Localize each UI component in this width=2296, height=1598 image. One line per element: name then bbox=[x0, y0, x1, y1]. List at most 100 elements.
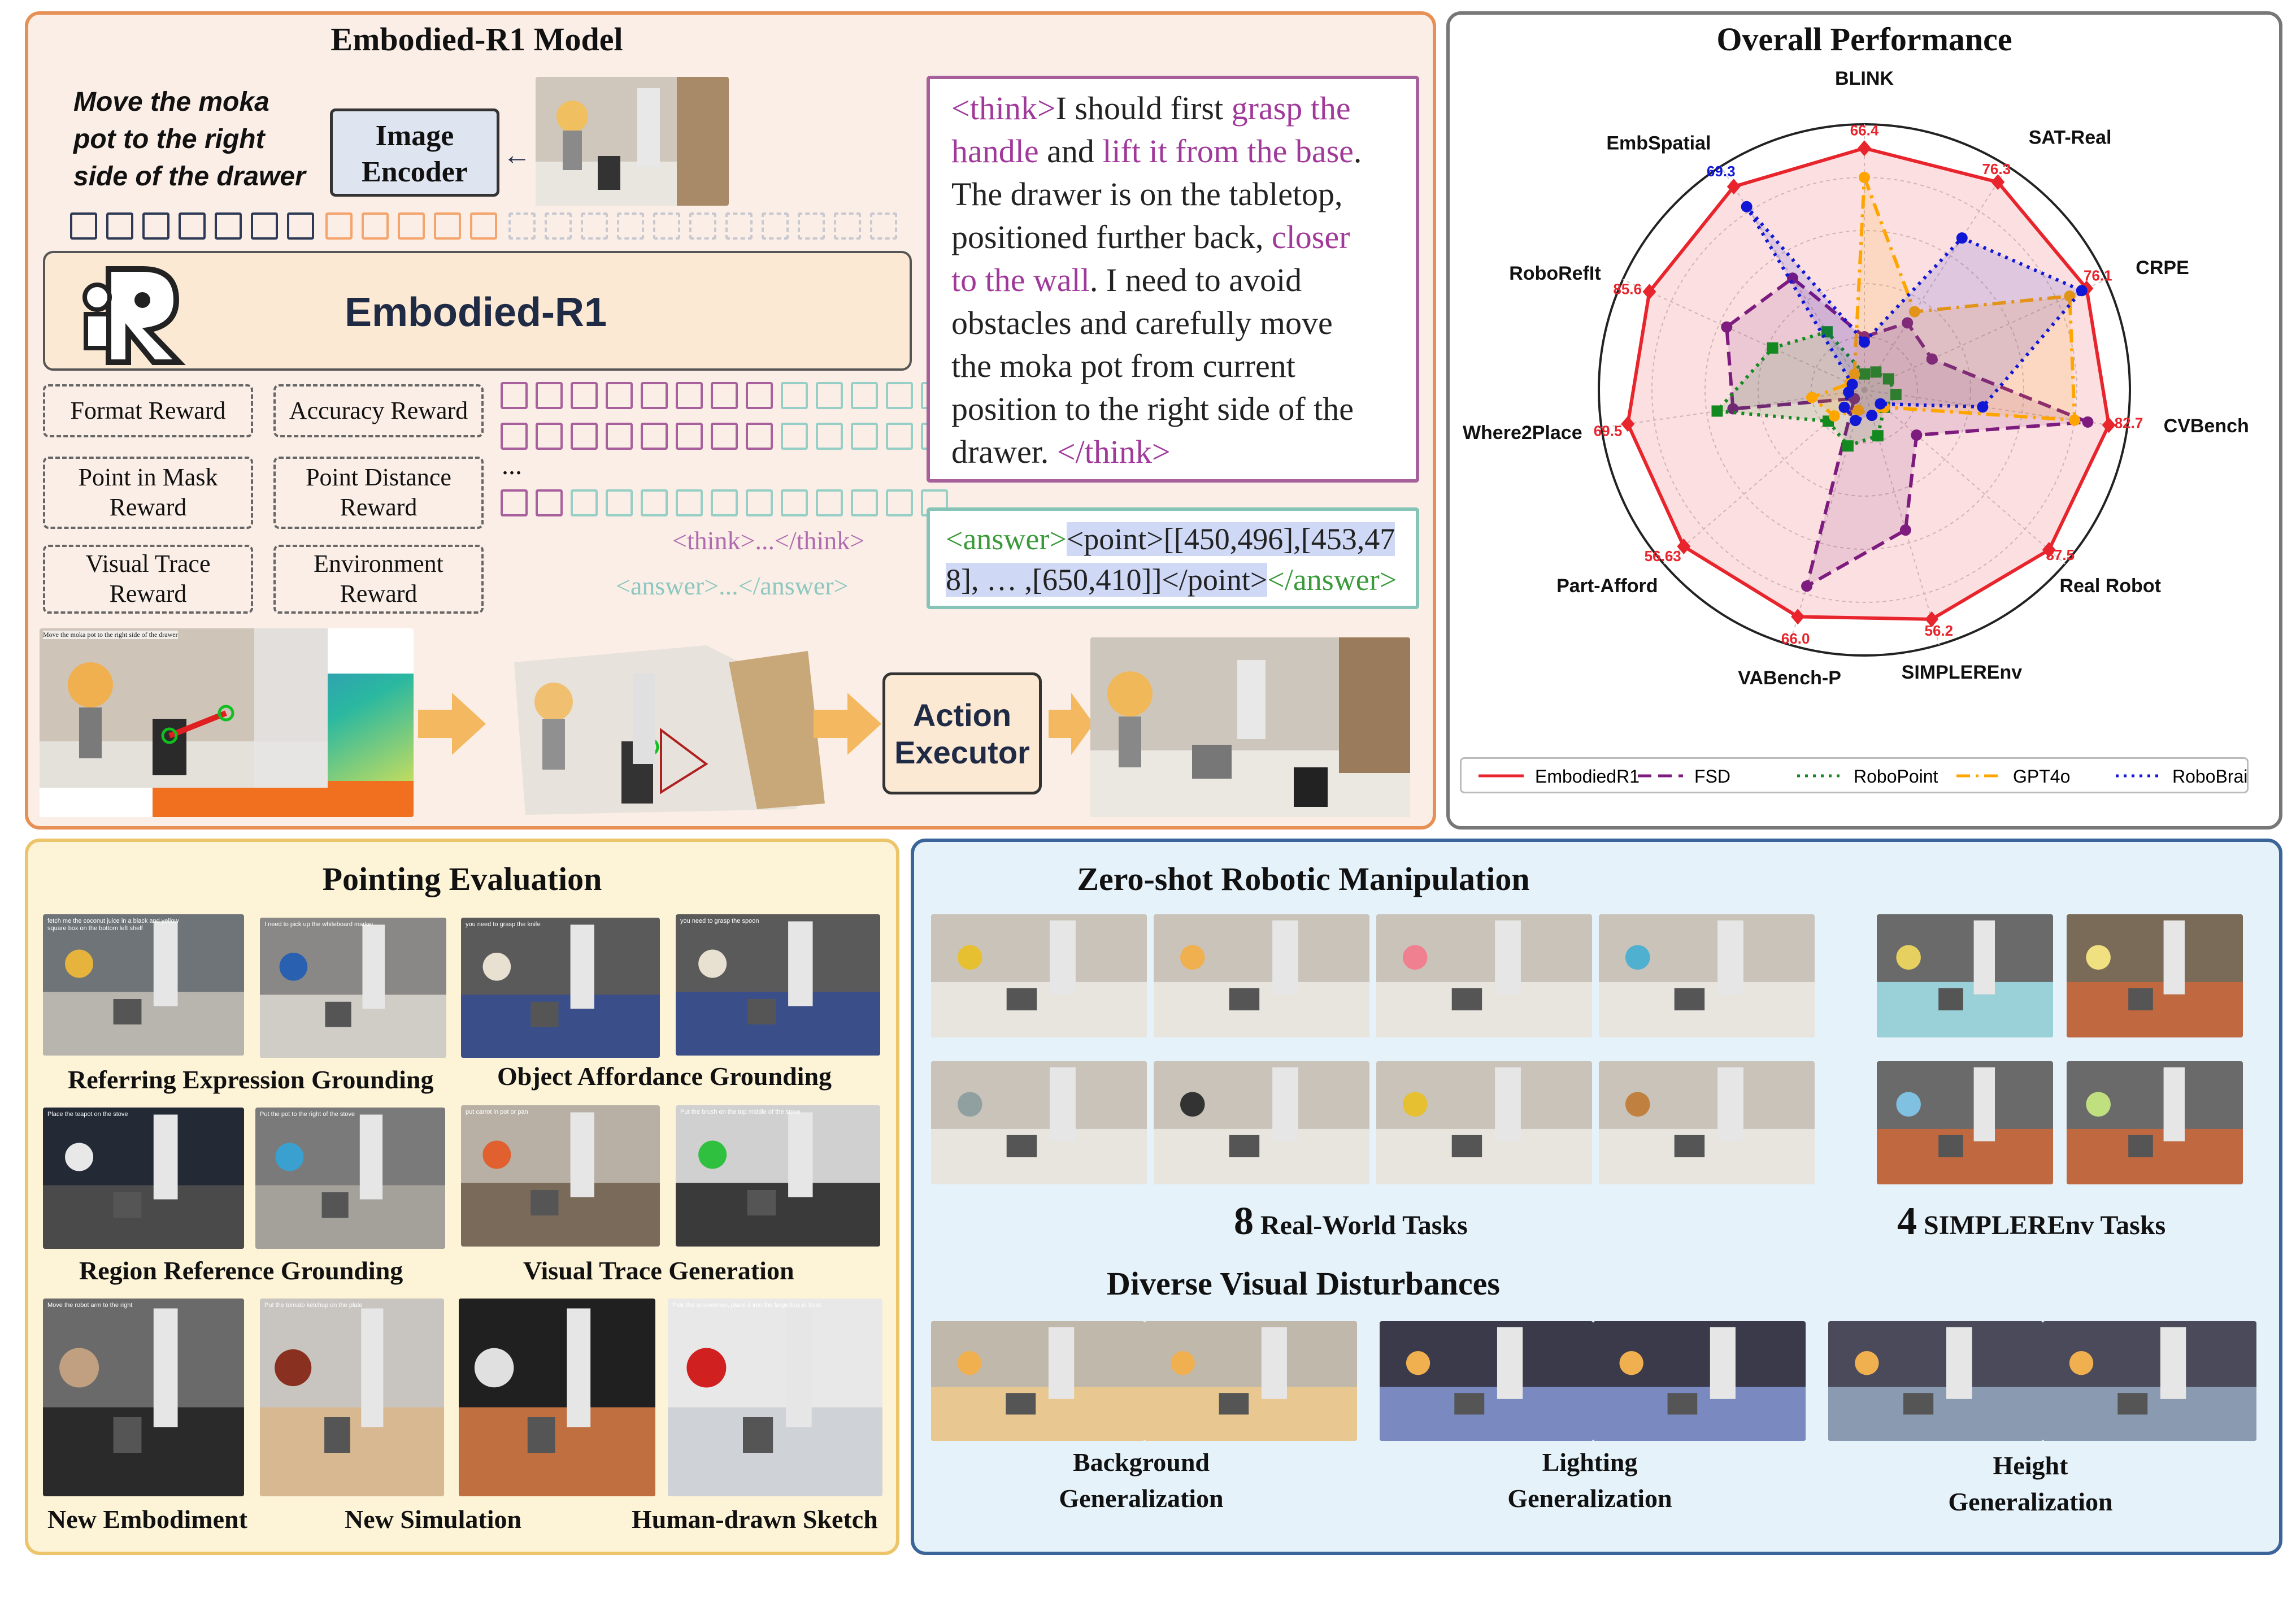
axis-label: Where2Place bbox=[1463, 422, 1582, 444]
answer-token bbox=[746, 489, 773, 516]
depth-scene-image bbox=[40, 628, 414, 817]
axis-label: VABench-P bbox=[1738, 667, 1841, 689]
series-point bbox=[1858, 140, 1871, 157]
pointing-image bbox=[255, 1108, 445, 1249]
series-point bbox=[2102, 417, 2116, 433]
thumb-instruction: Put the tomato ketchup on the plate bbox=[264, 1302, 363, 1309]
axis-label: RoboRefIt bbox=[1509, 263, 1601, 284]
caption-region-reference: Region Reference Grounding bbox=[79, 1256, 403, 1285]
think-token bbox=[536, 489, 563, 516]
think-token bbox=[536, 382, 563, 409]
text-segment: the moka pot from current bbox=[951, 348, 1295, 384]
series-point bbox=[1977, 401, 1989, 413]
text-line: obstacles and carefully move bbox=[951, 302, 1416, 345]
text-line: to the wall. I need to avoid bbox=[951, 259, 1416, 302]
image-token bbox=[251, 212, 278, 240]
series-point bbox=[1642, 284, 1656, 300]
encoder-label: Encoder bbox=[362, 156, 468, 188]
grid-ring bbox=[1811, 336, 1918, 444]
legend-label: RoboBrain bbox=[2172, 766, 2247, 787]
value-label: 66.0 bbox=[1781, 630, 1810, 647]
thumb-instruction: Pick the screwdriver, place it into the … bbox=[672, 1302, 821, 1309]
series-point bbox=[1925, 611, 1939, 627]
series-point bbox=[1859, 172, 1870, 183]
zeroshot-title: Zero-shot Robotic Manipulation bbox=[1077, 861, 1530, 897]
axis-label: Real Robot bbox=[2059, 575, 2160, 597]
real-task-image bbox=[1376, 914, 1592, 1037]
text-line: positioned further back, closer bbox=[951, 216, 1416, 259]
grid-ring bbox=[1651, 177, 2077, 603]
think-token bbox=[606, 382, 633, 409]
thumb-instruction: put carrot in pot or pan bbox=[466, 1109, 528, 1115]
pointcloud-image bbox=[492, 628, 828, 817]
r1-logo-icon bbox=[82, 266, 186, 365]
text-token bbox=[434, 212, 461, 240]
thumb-instruction: Put the pot to the right of the stove bbox=[260, 1111, 355, 1118]
outer-ring bbox=[1598, 123, 2131, 657]
image-token bbox=[179, 212, 206, 240]
model-title: Embodied-R1 Model bbox=[331, 21, 623, 58]
pointing-image bbox=[461, 918, 660, 1058]
pointing-image bbox=[668, 1299, 882, 1496]
real-task-image bbox=[1599, 914, 1815, 1037]
image-token bbox=[70, 212, 97, 240]
value-label: 69.3 bbox=[1707, 163, 1736, 180]
think-token bbox=[676, 423, 703, 450]
instruction-text: Move the moka pot to the right side of t… bbox=[73, 84, 306, 196]
series-embodiedr1-area bbox=[1626, 146, 2111, 621]
text-segment: obstacles and carefully move bbox=[951, 305, 1333, 341]
chart-legend: EmbodiedR1FSDRoboPointGPT4oRoboBrain bbox=[1460, 757, 2258, 793]
series-point bbox=[1791, 609, 1805, 625]
text-segment: . I need to avoid bbox=[1089, 262, 1302, 298]
text-segment: I should first bbox=[1055, 90, 1232, 127]
answer-token bbox=[886, 423, 913, 450]
answer-token bbox=[571, 489, 598, 516]
series-point bbox=[1806, 392, 1817, 403]
thumb-instruction: you need to grasp the spoon bbox=[680, 918, 759, 924]
series-point bbox=[1767, 342, 1778, 354]
series-point bbox=[1926, 353, 1938, 365]
reward-label: Reward bbox=[109, 493, 187, 521]
scene-photo bbox=[536, 77, 729, 206]
empty-token bbox=[545, 212, 572, 240]
text-line: drawer. </think> bbox=[951, 431, 1416, 474]
grid-ring bbox=[1704, 230, 2024, 550]
answer-token bbox=[851, 382, 878, 409]
disturbance-image bbox=[1828, 1321, 2043, 1441]
reward-label: Reward bbox=[340, 580, 418, 607]
format-reward: Format Reward bbox=[43, 384, 253, 437]
text-segment: handle bbox=[951, 133, 1039, 170]
axis-label: EmbSpatial bbox=[1606, 133, 1711, 154]
answer-token bbox=[816, 489, 843, 516]
text-segment: . bbox=[1353, 133, 1362, 170]
performance-title: Overall Performance bbox=[1716, 21, 2012, 58]
image-token bbox=[287, 212, 314, 240]
empty-token bbox=[725, 212, 753, 240]
pointing-image bbox=[260, 1299, 444, 1496]
think-token bbox=[711, 382, 738, 409]
series-point bbox=[1842, 440, 1854, 452]
text-line: handle and lift it from the base. bbox=[951, 130, 1416, 173]
label-line: Background bbox=[1072, 1448, 1210, 1477]
text-segment: </think> bbox=[1056, 433, 1171, 470]
series-point bbox=[1902, 317, 1914, 329]
scene-caption: Move the moka pot to the right side of t… bbox=[43, 631, 178, 639]
text-token bbox=[362, 212, 389, 240]
series-point bbox=[1866, 410, 1878, 422]
label-line: Height bbox=[1993, 1451, 2068, 1480]
series-point bbox=[1721, 321, 1733, 333]
reward-label: Point in Mask bbox=[78, 463, 218, 492]
text-segment: </answer> bbox=[1267, 563, 1397, 597]
series-point bbox=[1859, 336, 1870, 348]
instruction-line: side of the drawer bbox=[73, 162, 306, 192]
pointing-title: Pointing Evaluation bbox=[322, 861, 602, 897]
text-segment: The drawer is on the tabletop, bbox=[951, 176, 1343, 212]
series-point bbox=[1850, 415, 1862, 427]
axis-label: Part-Afford bbox=[1556, 575, 1658, 597]
text-segment: position to the right side of the bbox=[951, 390, 1354, 427]
embodied-r1-block bbox=[43, 251, 912, 371]
answer-tag-label: <answer>...</answer> bbox=[616, 571, 849, 600]
image-token bbox=[106, 212, 133, 240]
